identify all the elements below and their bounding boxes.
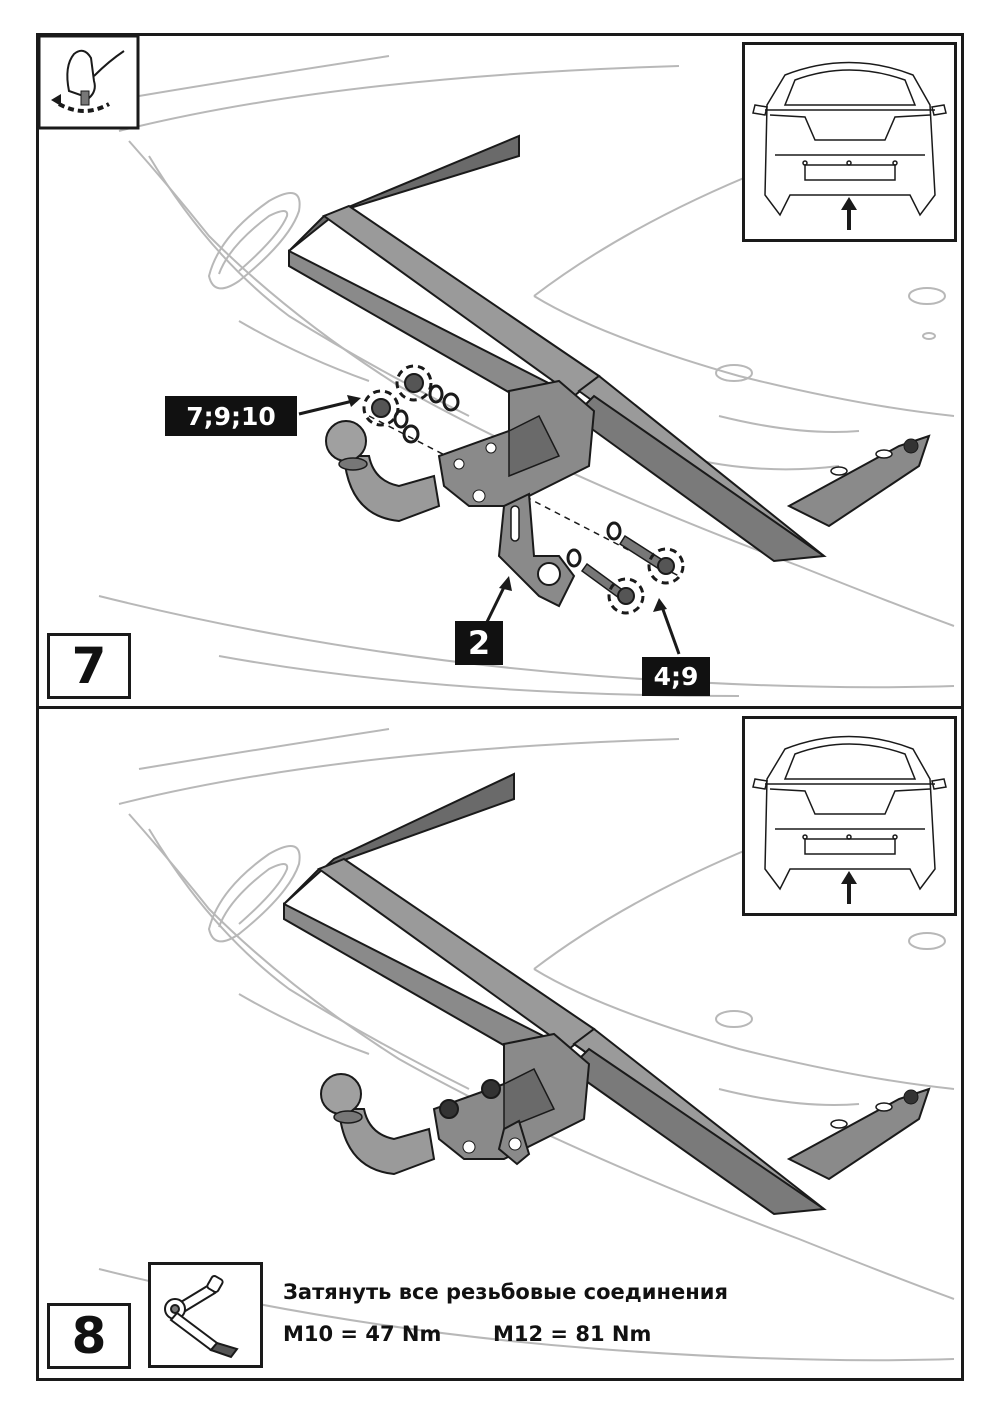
callout-arrow-upper: [298, 398, 358, 416]
step-number-7: 7: [47, 633, 131, 699]
bracket-plate-icon: [497, 492, 576, 608]
bumper-loop-bracket: [207, 845, 301, 943]
washer-icon: [402, 424, 420, 444]
car-rear-view-inset: [742, 716, 957, 916]
tow-bar-cross-beam: [288, 134, 931, 563]
nut-icon: [404, 373, 424, 393]
upper-fasteners: [362, 364, 460, 444]
car-rear-view-inset: [742, 42, 957, 242]
nut-icon: [481, 1079, 501, 1099]
step-number-8: 8: [47, 1303, 131, 1369]
callout-label-bracket: 2: [455, 621, 503, 665]
torque-wrench-box: [148, 1262, 263, 1368]
callout-label-bolts-upper: 7;9;10: [165, 396, 297, 436]
tow-ball-icon: [320, 1073, 436, 1176]
washer-icon: [393, 409, 409, 429]
washer-icon: [566, 548, 582, 568]
washer-icon: [606, 521, 622, 541]
torque-wrench-icon: [164, 1275, 239, 1359]
hand-tighten-icon: [39, 36, 140, 130]
washer-icon: [442, 392, 460, 412]
car-rear-view-icon: [752, 61, 947, 230]
torque-m12: M12 = 81 Nm: [493, 1322, 652, 1346]
lower-fasteners: [566, 521, 685, 615]
ball-mount-bracket: [437, 379, 596, 507]
tow-bar-cross-beam: [283, 772, 931, 1216]
panel-divider: [36, 706, 964, 709]
car-rear-view-icon: [752, 735, 947, 904]
washer-icon: [428, 384, 444, 404]
bumper-loop-bracket: [207, 192, 301, 290]
torque-m10: M10 = 47 Nm: [283, 1322, 442, 1346]
tow-ball-icon: [325, 420, 441, 523]
nut-icon: [439, 1099, 459, 1119]
ball-mount-bracket: [432, 1032, 591, 1166]
callout-label-bolts-lower: 4;9: [642, 657, 710, 696]
tighten-instruction: Затянуть все резьбовые соединения: [283, 1280, 728, 1304]
nut-icon: [371, 398, 391, 418]
